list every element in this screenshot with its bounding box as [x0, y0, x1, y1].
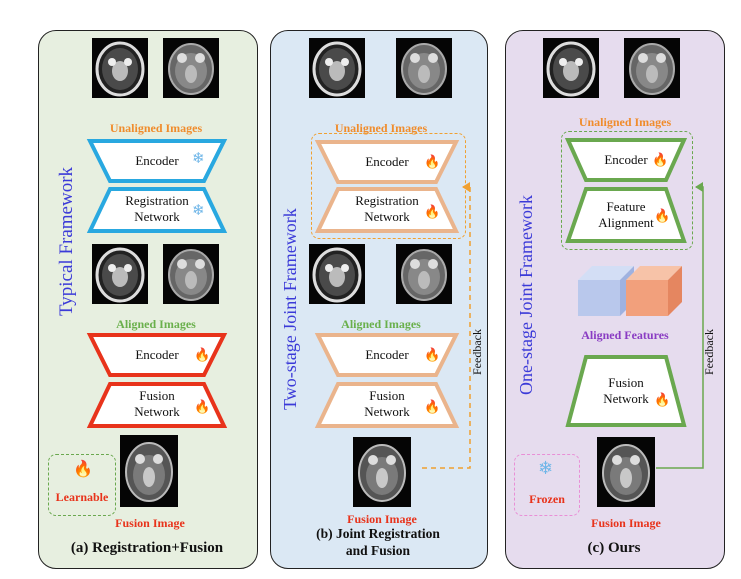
flame-icon: 🔥: [652, 152, 669, 167]
aligned-features-label: Aligned Features: [581, 328, 669, 342]
fusion-label-1: Fusion: [608, 375, 644, 390]
mri-scan-image: [163, 38, 219, 98]
mri-scan-image: [163, 244, 219, 304]
registration-label-1: Registration: [355, 193, 419, 208]
fusion-image: [597, 437, 655, 507]
unaligned-images-label: Unaligned Images: [578, 115, 672, 129]
registration-network-block: Registration Network ❄: [86, 187, 228, 233]
ct-scan-image: [309, 244, 365, 304]
registration-label-2: Network: [134, 209, 180, 224]
fusion-label-1: Fusion: [369, 388, 405, 403]
aligned-images-label: Aligned Images: [341, 317, 421, 331]
flame-icon: 🔥: [424, 399, 441, 414]
fusion-label-2: Network: [603, 391, 649, 406]
flame-icon: 🔥: [73, 461, 93, 478]
ct-scan-image: [309, 38, 365, 98]
fusion-label-2: Network: [134, 404, 180, 419]
ct-scan-image: [92, 244, 148, 304]
aligned-features-graphic: [578, 266, 682, 316]
fusion-network-block: Fusion Network 🔥: [86, 382, 228, 428]
aligned-images-label: Aligned Images: [116, 317, 196, 331]
mri-scan-image: [396, 38, 452, 98]
flame-icon: 🔥: [424, 154, 441, 169]
flame-icon: 🔥: [654, 392, 671, 407]
flame-icon: 🔥: [194, 399, 211, 414]
fusion-network-block: Fusion Network 🔥: [565, 355, 687, 427]
encoder-block: Encoder ❄: [86, 139, 228, 183]
fusion-image-label: Fusion Image: [115, 516, 185, 530]
alignment-group-box: [561, 131, 693, 250]
learnable-legend: [48, 454, 116, 516]
caption-a: (a) Registration+Fusion: [70, 540, 224, 556]
feature-alignment-block: Feature Alignment 🔥: [565, 187, 687, 243]
registration-network-block: Registration Network 🔥: [314, 187, 460, 233]
flame-icon: 🔥: [654, 208, 671, 223]
learnable-label: Learnable: [55, 490, 109, 504]
snowflake-icon: ❄: [538, 458, 554, 478]
feature-label-2: Alignment: [598, 215, 654, 230]
registration-label-1: Registration: [125, 193, 189, 208]
feature-label-1: Feature: [606, 199, 646, 214]
flame-icon: 🔥: [424, 347, 441, 362]
encoder-block: Encoder 🔥: [314, 140, 460, 184]
mri-scan-image: [396, 244, 452, 304]
ct-scan-image: [92, 38, 148, 98]
fusion-image-label: Fusion Image: [347, 512, 417, 526]
encoder-block: Encoder 🔥: [314, 333, 460, 377]
unaligned-images-label: Unaligned Images: [334, 121, 428, 135]
fusion-network-block: Fusion Network 🔥: [314, 382, 460, 428]
encoder-block: Encoder 🔥: [86, 333, 228, 377]
frozen-legend: [514, 454, 580, 516]
fusion-image: [353, 437, 411, 507]
fusion-image: [120, 435, 178, 507]
fusion-label-1: Fusion: [139, 388, 175, 403]
unaligned-images-label: Unaligned Images: [109, 121, 203, 135]
flame-icon: 🔥: [194, 347, 211, 362]
caption-c: (c) Ours: [587, 540, 641, 556]
caption-b-line2: and Fusion: [345, 543, 411, 558]
registration-label-2: Network: [364, 209, 410, 224]
encoder-block: Encoder 🔥: [564, 138, 688, 182]
frozen-label: Frozen: [529, 492, 565, 506]
snowflake-icon: ❄: [192, 151, 205, 167]
fusion-label-2: Network: [364, 404, 410, 419]
feedback-label: Feedback: [702, 329, 716, 375]
snowflake-icon: ❄: [192, 203, 205, 219]
caption-b-line1: (b) Joint Registration: [316, 526, 440, 541]
fusion-image-label: Fusion Image: [591, 516, 661, 530]
flame-icon: 🔥: [424, 204, 441, 219]
mri-scan-image: [624, 38, 680, 98]
ct-scan-image: [543, 38, 599, 98]
